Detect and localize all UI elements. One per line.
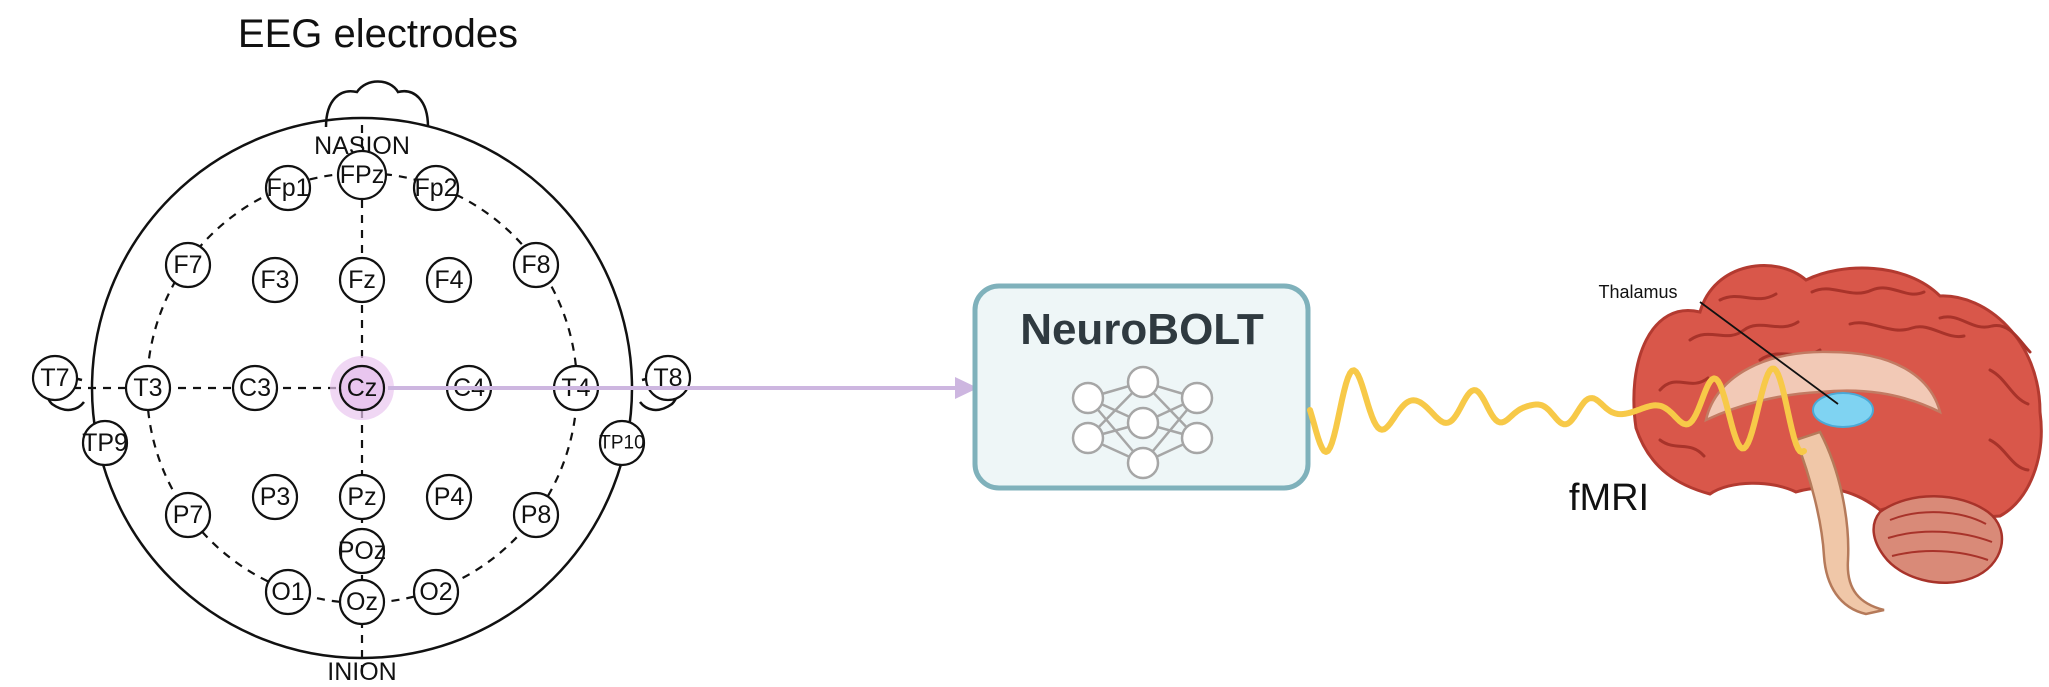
electrode-fz: Fz xyxy=(338,256,386,304)
electrode-p3: P3 xyxy=(251,473,299,521)
electrode-circle xyxy=(512,491,560,539)
electrode-circle xyxy=(31,354,79,402)
electrode-pz: Pz xyxy=(338,473,386,521)
electrode-fp1: Fp1 xyxy=(264,164,312,212)
electrode-circle xyxy=(338,473,386,521)
electrode-label: TP9 xyxy=(82,429,128,457)
electrode-label: P3 xyxy=(260,483,291,511)
electrode-circle xyxy=(264,164,312,212)
electrode-p7: P7 xyxy=(164,491,212,539)
electrode-t8: T8 xyxy=(644,354,692,402)
electrode-c3: C3 xyxy=(231,364,279,412)
arrow-head xyxy=(955,377,978,399)
model-title: NeuroBOLT xyxy=(1020,305,1264,354)
electrode-fp2: Fp2 xyxy=(412,164,460,212)
electrode-circle xyxy=(338,527,386,575)
electrode-circle xyxy=(412,568,460,616)
electrode-circle xyxy=(512,241,560,289)
electrode-o2: O2 xyxy=(412,568,460,616)
electrode-label: TP10 xyxy=(599,433,644,454)
model-box: NeuroBOLT xyxy=(972,283,1311,491)
electrode-circle xyxy=(164,491,212,539)
nose-outline xyxy=(324,80,430,128)
electrode-label: Fz xyxy=(348,266,376,294)
electrode-p8: P8 xyxy=(512,491,560,539)
electrode-tp9: TP9 xyxy=(81,419,129,467)
electrode-t3: T3 xyxy=(124,364,172,412)
electrode-circle xyxy=(164,241,212,289)
electrode-label: F3 xyxy=(260,266,289,294)
electrode-circle xyxy=(264,568,312,616)
corpus-callosum xyxy=(1704,350,1942,423)
electrode-circle xyxy=(124,364,172,412)
thalamus-label: Thalamus xyxy=(1598,282,1677,302)
neural-network-icon xyxy=(1071,365,1214,480)
electrode-label: Oz xyxy=(346,588,378,616)
electrode-circle xyxy=(598,419,646,467)
electrode-circle xyxy=(338,578,386,626)
electrode-circle xyxy=(251,256,299,304)
electrode-label: F8 xyxy=(521,251,550,279)
cerebellum-folds xyxy=(1887,511,1993,561)
electrode-f7: F7 xyxy=(164,241,212,289)
electrode-oz: Oz xyxy=(338,578,386,626)
electrode-label: Pz xyxy=(347,483,376,511)
electrode-label: P8 xyxy=(521,501,552,529)
brainstem xyxy=(1794,430,1885,616)
electrode-label: Fp2 xyxy=(414,174,457,202)
electrode-circle xyxy=(336,149,388,201)
electrode-f8: F8 xyxy=(512,241,560,289)
electrode-o1: O1 xyxy=(264,568,312,616)
electrode-tp10: TP10 xyxy=(598,419,646,467)
electrode-circle xyxy=(412,164,460,212)
eeg-title: EEG electrodes xyxy=(238,12,518,56)
electrode-label: O1 xyxy=(271,578,304,606)
electrode-label: F7 xyxy=(173,251,202,279)
electrode-circle xyxy=(425,473,473,521)
electrode-circle xyxy=(231,364,279,412)
electrode-label: FPz xyxy=(340,161,384,189)
electrode-t7: T7 xyxy=(31,354,79,402)
electrode-cz: Cz xyxy=(330,356,394,420)
electrode-label: P4 xyxy=(434,483,465,511)
thalamus xyxy=(1812,392,1874,428)
electrode-circle xyxy=(338,364,386,412)
electrode-label: O2 xyxy=(419,578,452,606)
electrode-fpz: FPz xyxy=(336,149,388,201)
inion-label: INION xyxy=(327,658,396,686)
electrode-circle xyxy=(81,419,129,467)
electrode-label: T7 xyxy=(40,364,69,392)
fmri-label: fMRI xyxy=(1569,477,1649,519)
electrode-circle xyxy=(251,473,299,521)
electrode-label: T3 xyxy=(133,374,162,402)
electrode-label: Fp1 xyxy=(266,174,309,202)
cz-to-model-arrow xyxy=(388,377,978,399)
bold-signal-wave xyxy=(1307,365,1807,456)
electrode-circle xyxy=(338,256,386,304)
electrode-f4: F4 xyxy=(425,256,473,304)
electrode-label: Cz xyxy=(347,374,378,402)
brain-illustration: Thalamus xyxy=(1598,264,2043,616)
electrode-poz: POz xyxy=(338,527,387,575)
electrode-label: F4 xyxy=(434,266,463,294)
electrode-label: P7 xyxy=(173,501,204,529)
electrode-circle xyxy=(425,256,473,304)
electrode-p4: P4 xyxy=(425,473,473,521)
electrode-label: POz xyxy=(338,537,387,565)
thalamus-pointer xyxy=(1699,301,1839,405)
electrode-label: C3 xyxy=(239,374,271,402)
electrode-f3: F3 xyxy=(251,256,299,304)
